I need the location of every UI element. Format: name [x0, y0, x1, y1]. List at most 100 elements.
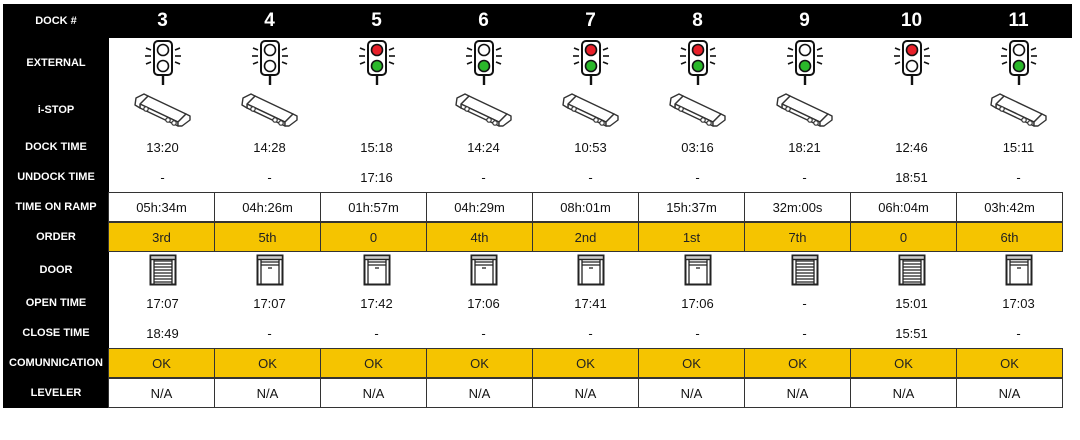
close-time-5: - — [374, 325, 379, 341]
dock-door-icon — [684, 254, 712, 286]
open-time-11: 17:03 — [1002, 295, 1035, 311]
truck-icon — [667, 90, 729, 130]
row-label-undock-time: UNDOCK TIME — [3, 162, 109, 192]
external-cell-5 — [323, 38, 430, 88]
external-light-row: EXTERNAL — [3, 38, 1075, 88]
order-10: 0 — [850, 222, 957, 252]
undock-time-6: - — [481, 169, 486, 185]
communication-10: OK — [850, 348, 957, 378]
external-cell-8 — [644, 38, 751, 88]
communication-7: OK — [532, 348, 639, 378]
row-label-close-time: CLOSE TIME — [3, 318, 109, 348]
traffic-light-icon — [997, 39, 1041, 87]
istop-cell-3 — [109, 88, 216, 132]
door-cell-7 — [537, 252, 644, 288]
row-label-leveler: LEVELER — [3, 378, 109, 408]
truck-icon — [774, 90, 836, 130]
communication-11: OK — [956, 348, 1063, 378]
traffic-light-icon — [355, 39, 399, 87]
door-cell-8 — [644, 252, 751, 288]
dock-time-6: 14:24 — [467, 139, 500, 155]
dock-time-10: 12:46 — [895, 139, 928, 155]
external-cell-3 — [109, 38, 216, 88]
external-cell-9 — [751, 38, 858, 88]
time-on-ramp-8: 15h:37m — [638, 192, 745, 222]
order-8: 1st — [638, 222, 745, 252]
istop-cell-5 — [323, 88, 430, 132]
communication-3: OK — [108, 348, 215, 378]
istop-cell-8 — [644, 88, 751, 132]
leveler-10: N/A — [850, 378, 957, 408]
order-6: 4th — [426, 222, 533, 252]
istop-cell-7 — [537, 88, 644, 132]
time-on-ramp-11: 03h:42m — [956, 192, 1063, 222]
undock-time-3: - — [160, 169, 165, 185]
dock-number-3: 3 — [109, 4, 216, 38]
leveler-11: N/A — [956, 378, 1063, 408]
open-time-6: 17:06 — [467, 295, 500, 311]
truck-icon — [132, 90, 194, 130]
external-cell-4 — [216, 38, 323, 88]
leveler-9: N/A — [744, 378, 851, 408]
close-time-11: - — [1016, 325, 1021, 341]
external-cell-10 — [858, 38, 965, 88]
communication-8: OK — [638, 348, 745, 378]
dock-door-icon — [470, 254, 498, 286]
time-on-ramp-4: 04h:26m — [214, 192, 321, 222]
truck-icon — [239, 90, 301, 130]
open-time-3: 17:07 — [146, 295, 179, 311]
undock-time-4: - — [267, 169, 272, 185]
row-label-communication: COMUNNICATION — [3, 348, 109, 378]
door-cell-9 — [751, 252, 858, 288]
istop-cell-6 — [430, 88, 537, 132]
communication-5: OK — [320, 348, 427, 378]
leveler-8: N/A — [638, 378, 745, 408]
dock-time-8: 03:16 — [681, 139, 714, 155]
door-cell-11 — [965, 252, 1072, 288]
istop-cell-10 — [858, 88, 965, 132]
truck-icon — [988, 90, 1050, 130]
door-cell-5 — [323, 252, 430, 288]
undock-time-7: - — [588, 169, 593, 185]
dock-number-9: 9 — [751, 4, 858, 38]
dock-time-4: 14:28 — [253, 139, 286, 155]
dock-time-7: 10:53 — [574, 139, 607, 155]
open-time-4: 17:07 — [253, 295, 286, 311]
dock-door-icon — [363, 254, 391, 286]
door-row: DOOR — [3, 252, 1075, 288]
dock-number-8: 8 — [644, 4, 751, 38]
close-time-9: - — [802, 325, 807, 341]
traffic-light-icon — [248, 39, 292, 87]
order-3: 3rd — [108, 222, 215, 252]
row-label-time-on-ramp: TIME ON RAMP — [3, 192, 109, 222]
dock-number-10: 10 — [858, 4, 965, 38]
door-cell-10 — [858, 252, 965, 288]
traffic-light-icon — [462, 39, 506, 87]
dock-door-icon — [1005, 254, 1033, 286]
istop-cell-4 — [216, 88, 323, 132]
traffic-light-icon — [676, 39, 720, 87]
row-label-external: EXTERNAL — [3, 38, 109, 88]
istop-row: i-STOP — [3, 88, 1075, 132]
undock-time-8: - — [695, 169, 700, 185]
dock-time-3: 13:20 — [146, 139, 179, 155]
order-4: 5th — [214, 222, 321, 252]
close-time-8: - — [695, 325, 700, 341]
time-on-ramp-7: 08h:01m — [532, 192, 639, 222]
traffic-light-icon — [569, 39, 613, 87]
undock-time-10: 18:51 — [895, 169, 928, 185]
dock-number-5: 5 — [323, 4, 430, 38]
dock-door-icon — [149, 254, 177, 286]
istop-cell-9 — [751, 88, 858, 132]
leveler-5: N/A — [320, 378, 427, 408]
leveler-3: N/A — [108, 378, 215, 408]
open-time-9: - — [802, 295, 807, 311]
dock-time-11: 15:11 — [1002, 139, 1035, 155]
